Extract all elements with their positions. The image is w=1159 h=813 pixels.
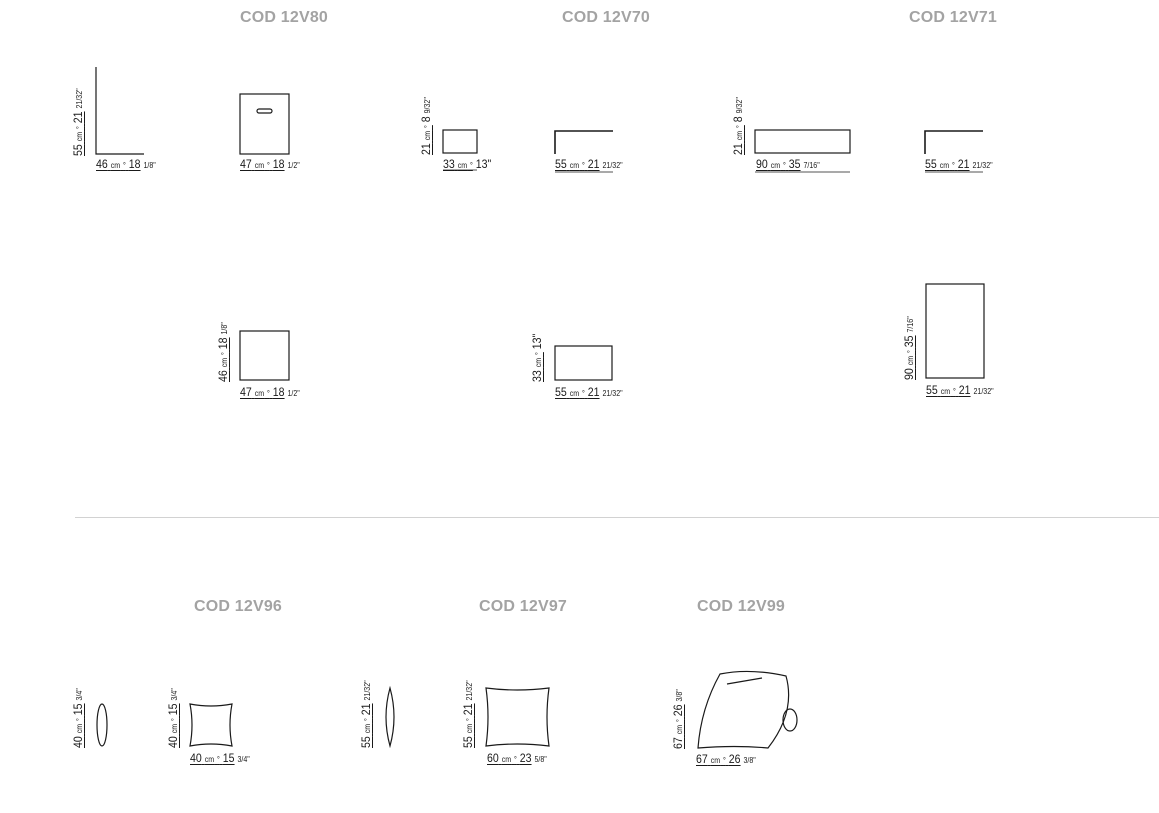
title-12v71: COD 12V71 — [908, 9, 998, 26]
v96-side-view — [96, 703, 108, 747]
title-12v96: COD 12V96 — [193, 598, 283, 615]
v96-front-view — [189, 703, 233, 747]
title-12v99: COD 12V99 — [696, 598, 786, 615]
v99-roll — [782, 708, 798, 732]
dim-v70-top-width: 55 cm ° 21 21/32" — [555, 385, 623, 399]
dim-v97-side-height: 55 cm ° 21 21/32" — [359, 680, 373, 748]
dim-v96-side-height: 40 cm ° 15 3/4" — [71, 688, 85, 748]
dim-v97-front-height: 55 cm ° 21 21/32" — [461, 680, 475, 748]
dim-v71-front-width: 90 cm ° 35 7/16" — [756, 157, 820, 171]
dim-v70-front-height: 21 cm ° 8 9/32" — [419, 97, 433, 155]
v80-handle — [256, 108, 273, 114]
v80-side-view — [95, 67, 144, 155]
title-12v70: COD 12V70 — [561, 9, 651, 26]
dim-v96-front-height: 40 cm ° 15 3/4" — [166, 688, 180, 748]
dim-v96-front-width: 40 cm ° 15 3/4" — [190, 751, 250, 765]
v71-side-view — [924, 130, 983, 154]
dim-v80-front-width: 47 cm ° 18 1/2" — [240, 157, 300, 171]
dim-v71-side-width: 55 cm ° 21 21/32" — [925, 157, 993, 171]
dim-v80-side-height: 55 cm ° 21 21/32" — [71, 88, 85, 156]
dim-v71-front-height: 21 cm ° 8 9/32" — [731, 97, 745, 155]
v71-top-view — [925, 283, 985, 379]
dim-v70-front-width: 33 cm ° 13" — [443, 157, 492, 171]
v97-front-view — [485, 687, 550, 747]
dim-v70-side-width: 55 cm ° 21 21/32" — [555, 157, 623, 171]
dim-v80-top-height: 46 cm ° 18 1/8" — [216, 322, 230, 382]
dim-v97-front-width: 60 cm ° 23 5/8" — [487, 751, 547, 765]
v80-front-view — [239, 93, 290, 155]
v99-cushion-view — [697, 670, 790, 749]
v70-front-view — [442, 129, 478, 154]
dim-v80-side-width: 46 cm ° 18 1/8" — [96, 157, 156, 171]
v70-side-view — [554, 130, 613, 154]
title-12v80: COD 12V80 — [239, 9, 329, 26]
dim-v71-top-height: 90 cm ° 35 7/16" — [902, 316, 916, 380]
dim-v99-width: 67 cm ° 26 3/8" — [696, 752, 756, 766]
v97-side-view — [385, 685, 395, 749]
dim-v71-top-width: 55 cm ° 21 21/32" — [926, 383, 994, 397]
title-12v97: COD 12V97 — [478, 598, 568, 615]
section-divider — [75, 517, 1159, 518]
dim-v70-top-height: 33 cm ° 13" — [530, 333, 544, 382]
dim-v80-top-width: 47 cm ° 18 1/2" — [240, 385, 300, 399]
v70-top-view — [554, 345, 613, 381]
v99-crease — [726, 677, 763, 685]
v71-front-view — [754, 129, 851, 154]
v80-top-view — [239, 330, 290, 381]
dim-v99-height: 67 cm ° 26 3/8" — [671, 689, 685, 749]
